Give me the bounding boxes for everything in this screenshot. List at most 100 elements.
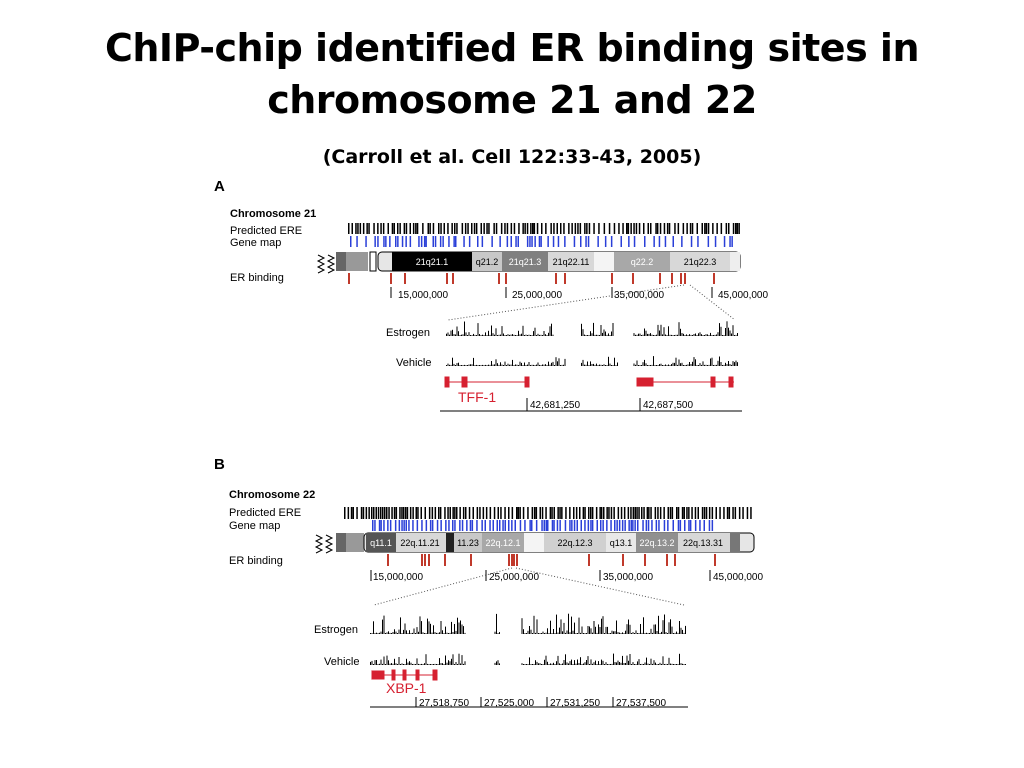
ere-mark bbox=[683, 507, 685, 519]
ere-mark bbox=[742, 507, 744, 519]
er-binding-site bbox=[428, 554, 430, 566]
estrogen-peak bbox=[452, 632, 454, 634]
gene-mark bbox=[585, 236, 587, 247]
gene-mark bbox=[499, 520, 501, 531]
estrogen-peak bbox=[649, 633, 650, 634]
ere-mark bbox=[351, 223, 353, 234]
gene-mark bbox=[502, 520, 504, 531]
estrogen-peak bbox=[633, 333, 635, 336]
ere-mark bbox=[526, 223, 529, 234]
ere-mark bbox=[627, 507, 630, 519]
vehicle-peak bbox=[645, 363, 647, 366]
vehicle-peak bbox=[577, 659, 578, 665]
ere-mark bbox=[461, 223, 464, 234]
vehicle-peak bbox=[497, 660, 499, 665]
vehicle-peak bbox=[722, 365, 723, 366]
estrogen-peak bbox=[600, 325, 602, 336]
vehicle-peak bbox=[595, 660, 596, 665]
estrogen-peak bbox=[448, 633, 449, 634]
gene-mark bbox=[484, 520, 486, 531]
estrogen-peak bbox=[507, 334, 509, 336]
gene-mark bbox=[496, 520, 498, 531]
estrogen-peak bbox=[521, 618, 523, 634]
ere-mark bbox=[541, 507, 544, 519]
estrogen-peak bbox=[701, 334, 702, 336]
estrogen-peak bbox=[582, 329, 584, 336]
estrogen-peak bbox=[476, 335, 477, 336]
estrogen-peak bbox=[533, 331, 534, 336]
estrogen-peak bbox=[451, 621, 452, 634]
vehicle-peak bbox=[482, 364, 483, 366]
vehicle-peak bbox=[707, 365, 708, 366]
er-binding-site bbox=[444, 554, 446, 566]
vehicle-peak bbox=[568, 663, 569, 665]
ere-mark bbox=[676, 507, 678, 519]
estrogen-peak bbox=[370, 633, 371, 634]
ere-mark bbox=[659, 507, 662, 519]
panel-a-zoom-line-left bbox=[447, 284, 685, 321]
estrogen-peak bbox=[397, 633, 398, 634]
vehicle-peak bbox=[563, 660, 565, 665]
gene-mark bbox=[420, 236, 423, 247]
vehicle-peak bbox=[650, 365, 651, 366]
vehicle-peak bbox=[650, 658, 652, 665]
panel-b-pos-0: 15,000,000 bbox=[373, 572, 423, 583]
estrogen-peak bbox=[422, 632, 424, 634]
ere-mark bbox=[704, 223, 706, 234]
vehicle-peak bbox=[665, 663, 667, 665]
estrogen-peak bbox=[524, 633, 526, 634]
estrogen-peak bbox=[577, 633, 578, 634]
ere-mark bbox=[674, 223, 676, 234]
vehicle-peak bbox=[539, 663, 541, 665]
vehicle-peak bbox=[501, 364, 503, 366]
vehicle-peak bbox=[670, 663, 671, 665]
gene-mark bbox=[408, 520, 410, 531]
vehicle-peak bbox=[510, 364, 512, 366]
vehicle-peak bbox=[527, 364, 528, 366]
estrogen-peak bbox=[653, 335, 654, 336]
ere-mark bbox=[428, 507, 431, 519]
estrogen-peak bbox=[696, 335, 698, 336]
vehicle-peak bbox=[406, 658, 407, 665]
estrogen-peak bbox=[687, 335, 689, 336]
vehicle-peak bbox=[629, 654, 631, 665]
vehicle-peak bbox=[580, 657, 581, 665]
ere-mark bbox=[429, 223, 431, 234]
vehicle-peak bbox=[437, 664, 439, 665]
ere-mark bbox=[732, 223, 735, 234]
gene-mark bbox=[401, 520, 403, 531]
estrogen-peak bbox=[385, 633, 386, 634]
estrogen-peak bbox=[720, 326, 722, 336]
gene-mark bbox=[442, 236, 444, 247]
vehicle-peak bbox=[391, 663, 392, 665]
estrogen-peak bbox=[551, 323, 552, 336]
vehicle-peak bbox=[535, 660, 536, 665]
er-binding-site bbox=[505, 273, 507, 284]
estrogen-peak bbox=[616, 620, 617, 634]
gene-mark bbox=[621, 520, 624, 531]
ere-mark bbox=[444, 507, 446, 519]
vehicle-peak bbox=[623, 663, 625, 665]
vehicle-peak bbox=[534, 365, 536, 366]
panel-a-signal-estrogen: Estrogen bbox=[386, 327, 430, 339]
vehicle-peak bbox=[463, 663, 464, 665]
estrogen-peak bbox=[681, 333, 683, 336]
ere-mark bbox=[650, 223, 652, 234]
ere-mark bbox=[480, 223, 482, 234]
vehicle-peak bbox=[628, 660, 629, 665]
ere-mark bbox=[688, 507, 690, 519]
vehicle-peak bbox=[433, 664, 434, 665]
gene-mark bbox=[647, 520, 650, 531]
estrogen-peak bbox=[494, 334, 495, 336]
estrogen-peak bbox=[673, 633, 674, 634]
vehicle-peak bbox=[461, 365, 462, 366]
estrogen-peak bbox=[415, 633, 416, 634]
vehicle-peak bbox=[591, 364, 593, 366]
estrogen-peak bbox=[443, 633, 445, 634]
vehicle-peak bbox=[509, 364, 510, 366]
vehicle-peak bbox=[671, 364, 672, 366]
er-binding-site bbox=[684, 273, 686, 284]
gene-mark bbox=[651, 520, 653, 531]
gene-mark bbox=[401, 236, 404, 247]
